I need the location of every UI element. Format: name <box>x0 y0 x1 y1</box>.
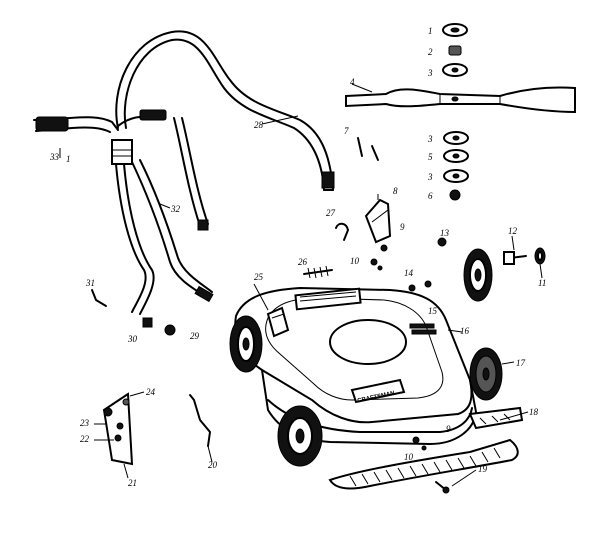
deck-wheels <box>229 315 503 467</box>
stray-mark: 1 <box>66 154 71 164</box>
part-label: 3 <box>428 134 433 144</box>
part-label: 18 <box>529 407 538 417</box>
part-label: 33 <box>50 152 59 162</box>
part-label: 9 <box>400 222 405 232</box>
nut-30 <box>142 317 153 328</box>
part-label: 26 <box>298 257 307 267</box>
rear-wheel-exploded <box>463 247 546 302</box>
part-label: 23 <box>80 418 89 428</box>
mower-deck <box>234 286 477 445</box>
small-parts-left <box>91 289 211 466</box>
part-label: 13 <box>440 228 449 238</box>
part-label: 3 <box>428 172 433 182</box>
part-label: 21 <box>128 478 137 488</box>
part-label: 27 <box>326 208 335 218</box>
leader-lines <box>59 83 543 487</box>
part-label: 1 <box>428 26 433 36</box>
bolt-31 <box>91 289 107 307</box>
part-label: 22 <box>80 434 89 444</box>
part-label: 29 <box>190 331 199 341</box>
spring-27 <box>335 222 349 241</box>
part-label: 5 <box>428 152 433 162</box>
spacer-2 <box>448 45 462 56</box>
part-label: 11 <box>538 278 547 288</box>
part-label: 10 <box>350 256 359 266</box>
part-label: 31 <box>86 278 95 288</box>
blade-stack <box>345 23 576 201</box>
part-label: 9 <box>446 424 451 434</box>
part-label: 20 <box>208 460 217 470</box>
bracket-parts <box>303 198 447 292</box>
crossbar-grip <box>139 109 167 121</box>
part-label: 6 <box>428 191 433 201</box>
part-label: 2 <box>428 47 433 57</box>
part-label: 10 <box>404 452 413 462</box>
part-label: 19 <box>478 464 487 474</box>
part-label: 16 <box>460 326 469 336</box>
part-label: 12 <box>508 226 517 236</box>
part-label: 17 <box>516 358 525 368</box>
part-label: 25 <box>254 272 263 282</box>
bracket-8 <box>364 198 392 244</box>
part-label: 4 <box>350 77 355 87</box>
part-label: 14 <box>404 268 413 278</box>
part-label: 32 <box>171 204 180 214</box>
handle-end-grip <box>321 171 335 189</box>
part-label: 15 <box>428 306 437 316</box>
blade-4 <box>345 86 576 114</box>
part-label: 24 <box>146 387 155 397</box>
part-label: 30 <box>128 334 137 344</box>
nut-6 <box>449 189 461 201</box>
front-shield <box>328 406 524 494</box>
part-label: 8 <box>393 186 398 196</box>
part-label: 7 <box>344 126 349 136</box>
left-grip <box>35 116 69 132</box>
part-label: 28 <box>254 120 263 130</box>
washer-29 <box>164 324 176 336</box>
handle-assembly <box>33 30 335 315</box>
part-label: 3 <box>428 68 433 78</box>
